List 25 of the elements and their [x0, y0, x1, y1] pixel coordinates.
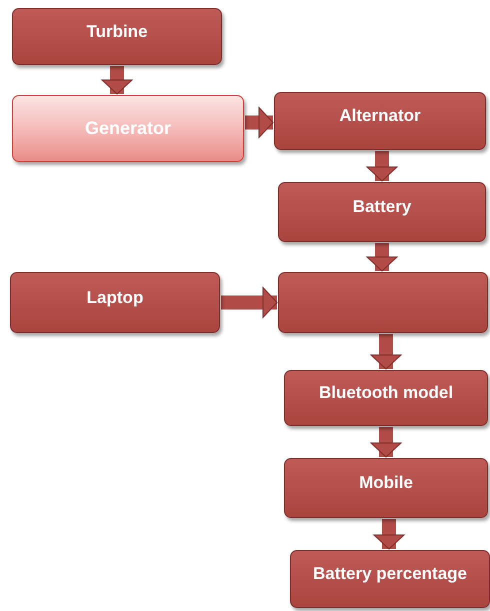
node-label: Laptop: [86, 288, 144, 308]
process-box: [290, 550, 490, 608]
node-label: Mobile: [358, 473, 414, 493]
process-box: [284, 458, 488, 518]
process-box: [284, 370, 488, 426]
node-label: Alternator: [338, 106, 422, 126]
process-box: [274, 92, 486, 150]
node-label: Battery: [352, 197, 412, 217]
block-arrow: [370, 427, 402, 458]
process-box: [12, 8, 222, 65]
block-arrow: [366, 243, 398, 272]
node-label: Bluetooth model: [318, 383, 454, 403]
block-arrow: [366, 151, 398, 182]
node-label: Battery percentage: [312, 564, 468, 584]
block-arrow: [221, 287, 278, 318]
node-label: Generator: [84, 118, 172, 139]
process-box: [278, 182, 486, 242]
process-box: [278, 272, 488, 333]
block-arrow: [245, 107, 274, 138]
block-arrow: [374, 519, 404, 550]
process-box: [10, 272, 220, 333]
block-arrow: [370, 334, 402, 370]
node-label: Turbine: [85, 22, 149, 42]
process-box: [12, 95, 244, 162]
block-arrow: [102, 66, 132, 94]
